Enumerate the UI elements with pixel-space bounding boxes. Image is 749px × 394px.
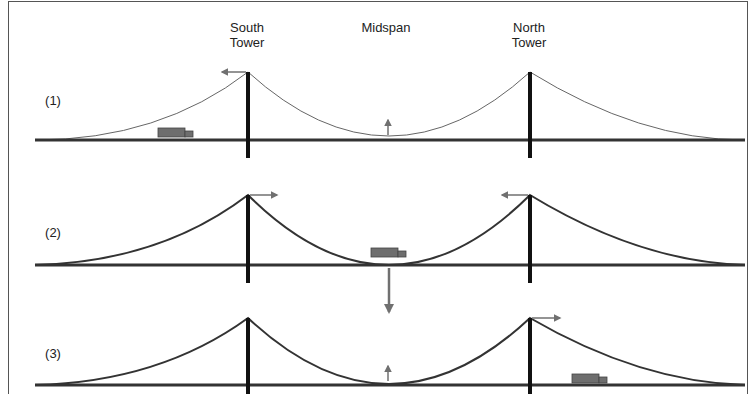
tower xyxy=(528,318,532,394)
tower xyxy=(246,72,250,158)
cable xyxy=(35,318,745,385)
panel-number: (2) xyxy=(33,225,73,240)
bridge-state-3 xyxy=(35,318,745,394)
tower xyxy=(528,72,532,158)
location-label: Midspan xyxy=(346,20,426,35)
force-arrow xyxy=(250,194,277,196)
truck xyxy=(572,374,599,383)
tower xyxy=(246,195,250,283)
tower xyxy=(246,318,250,394)
deck xyxy=(35,384,745,387)
tower-label: North Tower xyxy=(501,20,557,50)
truck-cab xyxy=(599,377,607,383)
force-arrow xyxy=(387,366,389,381)
deck xyxy=(35,139,745,142)
deck xyxy=(35,264,745,267)
load-arrow xyxy=(388,268,391,312)
truck-cab xyxy=(185,131,193,137)
frame xyxy=(9,2,748,394)
truck-cab xyxy=(398,251,406,257)
tower xyxy=(528,195,532,283)
truck xyxy=(158,128,185,137)
force-arrow xyxy=(502,194,528,196)
bridge-state-2 xyxy=(35,195,745,312)
force-arrow xyxy=(222,71,246,73)
tower-label: South Tower xyxy=(219,20,275,50)
force-arrow xyxy=(532,317,560,319)
force-arrow xyxy=(387,120,389,135)
panel-number: (3) xyxy=(33,346,73,361)
cable xyxy=(35,195,745,265)
cable xyxy=(35,72,745,140)
panel-number: (1) xyxy=(33,93,73,108)
truck xyxy=(371,248,398,257)
bridge-state-1 xyxy=(35,72,745,158)
